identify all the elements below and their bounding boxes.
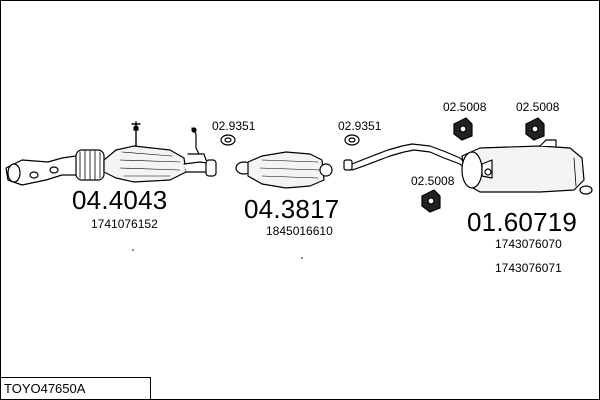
- oem-number: 1845016610: [266, 224, 333, 238]
- front-pipe-icon: [5, 121, 217, 186]
- catalyst-icon: [235, 151, 333, 189]
- hanger-ref-label: 02.5008: [516, 100, 560, 114]
- rubber-hanger-icon: [453, 117, 473, 141]
- rubber-hanger-icon: [525, 117, 545, 141]
- gasket-ref-label: 02.9351: [338, 119, 382, 133]
- gasket-ring-icon: [220, 134, 236, 146]
- oem-number: 1741076152: [91, 217, 158, 231]
- part-number: 04.3817: [244, 194, 340, 224]
- gasket-ref-label: 02.9351: [212, 119, 256, 133]
- gasket-ring-icon: [344, 134, 360, 146]
- footer-code-box: TOYO47650A: [0, 377, 151, 399]
- footer-code: TOYO47650A: [4, 381, 86, 396]
- rear-muffler-icon: [343, 139, 593, 195]
- oem-number: 1743076070: [495, 237, 562, 251]
- rubber-hanger-icon: [421, 189, 441, 213]
- part-number: 01.60719: [467, 207, 578, 237]
- hanger-ref-label: 02.5008: [411, 174, 455, 188]
- part-number: 04.4043: [72, 185, 168, 215]
- oem-number: 1743076071: [495, 261, 562, 275]
- hanger-ref-label: 02.5008: [443, 100, 487, 114]
